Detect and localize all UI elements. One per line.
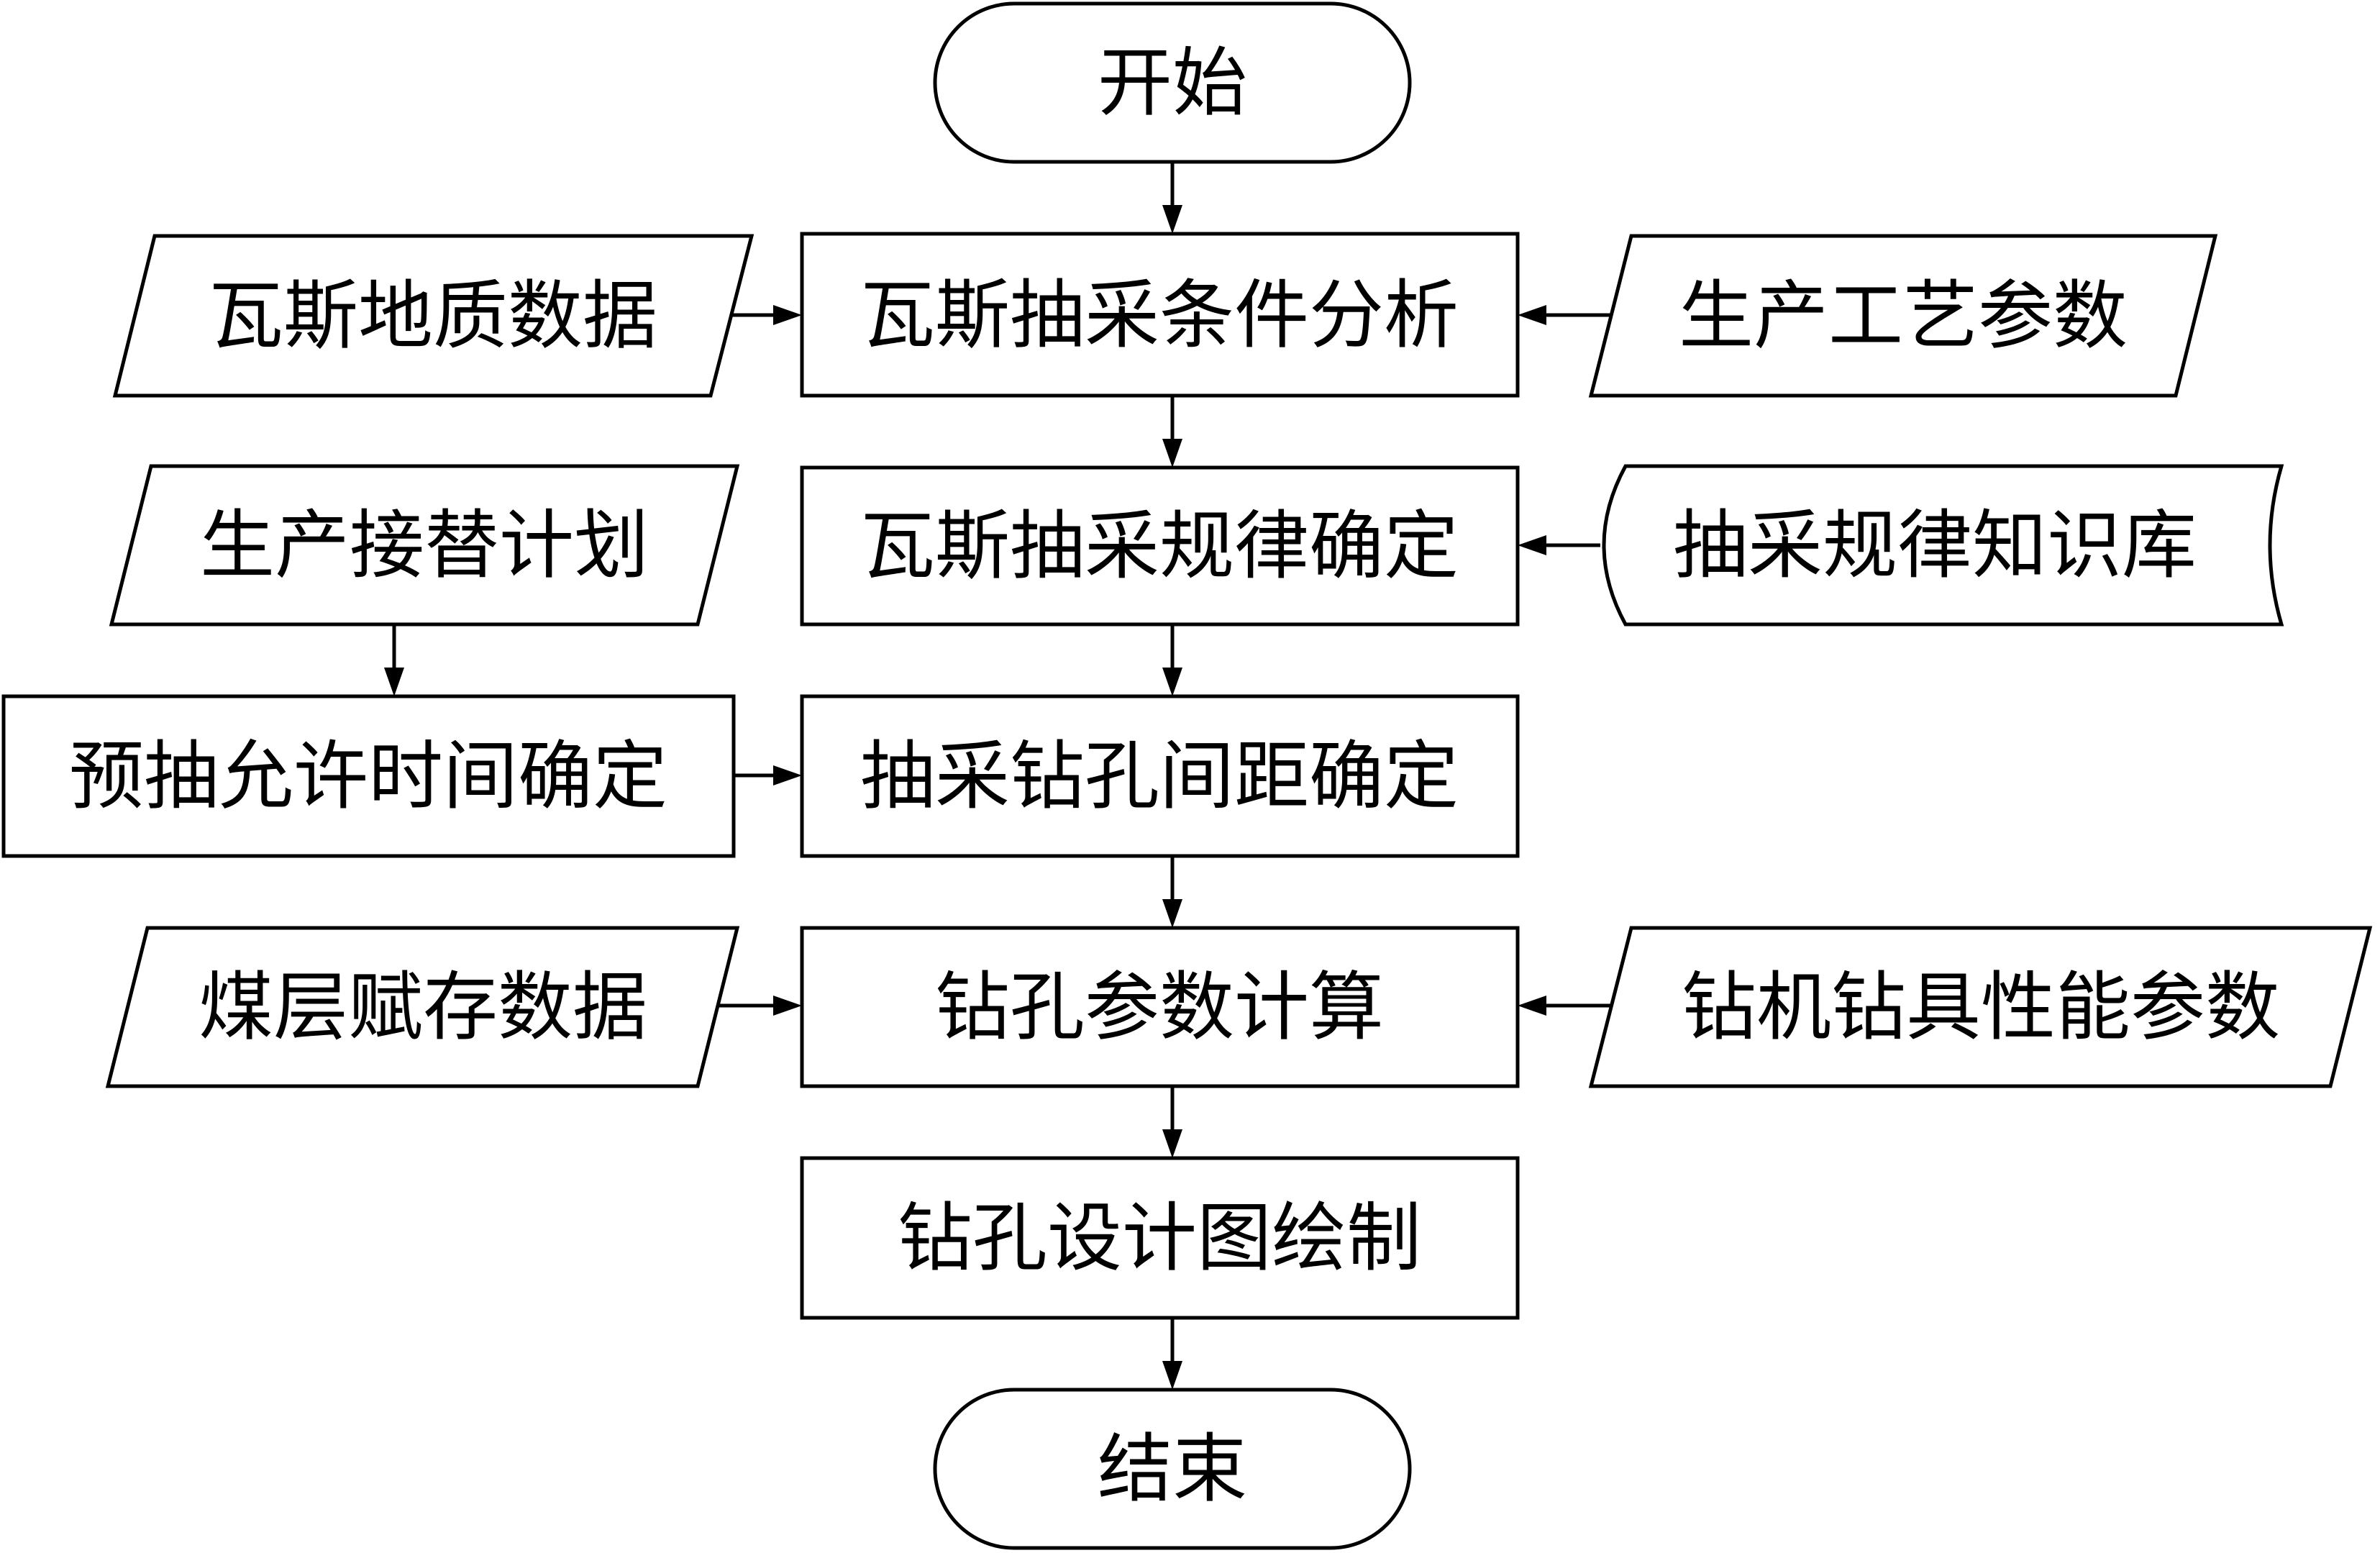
process-pre-drainage-time: 预抽允许时间确定 [1, 694, 736, 858]
stored-data-knowledge-base-label: 抽采规律知识库 [1673, 501, 2197, 589]
data-production-process-params-label: 生产工艺参数 [1679, 272, 2128, 360]
data-gas-geology-label: 瓦斯地质数据 [209, 272, 657, 360]
terminal-end: 结束 [933, 1388, 1412, 1550]
edge-drill-rig-params-to-param-calc [1518, 996, 1611, 1016]
stored-data-knowledge-base: 抽采规律知识库 [1602, 464, 2284, 627]
edge-production-process-params-to-condition-analysis [1518, 305, 1611, 325]
data-production-succession-plan: 生产接替计划 [109, 464, 740, 627]
data-gas-geology: 瓦斯地质数据 [112, 234, 754, 398]
terminal-start-label: 开始 [1098, 39, 1247, 127]
process-design-drawing-label: 钻孔设计图绘制 [898, 1194, 1421, 1282]
process-condition-analysis-label: 瓦斯抽采条件分析 [860, 271, 1459, 359]
data-coal-seam-label: 煤层赋存数据 [199, 963, 647, 1051]
process-condition-analysis: 瓦斯抽采条件分析 [800, 232, 1520, 398]
data-drill-rig-params-label: 钻机钻具性能参数 [1682, 963, 2280, 1051]
process-pattern-determination-label: 瓦斯抽采规律确定 [860, 502, 1459, 590]
edge-condition-analysis-to-pattern-determination [1162, 396, 1182, 468]
process-borehole-param-calc: 钻孔参数计算 [800, 926, 1520, 1088]
connectors [384, 162, 1611, 1390]
edge-param-calc-to-design-drawing [1162, 1086, 1182, 1158]
process-pre-drainage-time-label: 预抽允许时间确定 [69, 732, 667, 820]
terminal-end-label: 结束 [1098, 1425, 1247, 1513]
process-borehole-spacing: 抽采钻孔间距确定 [800, 694, 1520, 858]
process-design-drawing: 钻孔设计图绘制 [800, 1156, 1520, 1320]
process-pattern-determination: 瓦斯抽采规律确定 [800, 465, 1520, 627]
edge-start-to-condition-analysis [1162, 162, 1182, 234]
data-production-succession-plan-label: 生产接替计划 [200, 501, 649, 589]
data-production-process-params: 生产工艺参数 [1588, 234, 2218, 398]
edge-design-drawing-to-end [1162, 1318, 1182, 1390]
edge-pre-drainage-time-to-borehole-spacing [734, 765, 802, 785]
terminal-start: 开始 [933, 1, 1412, 164]
data-coal-seam: 煤层赋存数据 [105, 926, 740, 1088]
process-borehole-param-calc-label: 钻孔参数计算 [935, 963, 1384, 1051]
edge-pattern-determination-to-borehole-spacing [1162, 624, 1182, 696]
edge-knowledge-base-to-pattern-determination [1518, 535, 1600, 555]
edge-succession-plan-to-pre-drainage-time [384, 624, 404, 696]
data-drill-rig-params: 钻机钻具性能参数 [1588, 926, 2373, 1088]
edge-borehole-spacing-to-param-calc [1162, 856, 1182, 928]
process-borehole-spacing-label: 抽采钻孔间距确定 [860, 732, 1459, 820]
